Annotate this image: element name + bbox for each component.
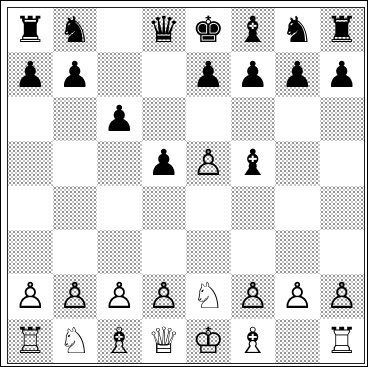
- square-b3[interactable]: [53, 230, 98, 274]
- square-f1[interactable]: ♗: [231, 319, 276, 363]
- black-pawn-icon[interactable]: ♟: [148, 146, 180, 182]
- square-d2[interactable]: ♙: [142, 274, 187, 318]
- square-d4[interactable]: [142, 186, 187, 230]
- white-queen-icon[interactable]: ♕: [148, 324, 180, 360]
- square-b1[interactable]: ♘: [53, 319, 98, 363]
- square-c8[interactable]: [97, 8, 142, 52]
- square-d1[interactable]: ♕: [142, 319, 187, 363]
- square-h1[interactable]: ♖: [320, 319, 365, 363]
- square-e8[interactable]: ♚: [186, 8, 231, 52]
- square-a1[interactable]: ♖: [8, 319, 53, 363]
- white-pawn-icon[interactable]: ♙: [326, 279, 358, 315]
- square-g6[interactable]: [275, 97, 320, 141]
- black-pawn-icon[interactable]: ♟: [14, 58, 46, 94]
- white-pawn-icon[interactable]: ♙: [103, 279, 135, 315]
- white-pawn-icon[interactable]: ♙: [281, 279, 313, 315]
- white-rook-icon[interactable]: ♖: [326, 324, 358, 360]
- square-a6[interactable]: [8, 97, 53, 141]
- black-queen-icon[interactable]: ♛: [148, 13, 180, 49]
- white-pawn-icon[interactable]: ♙: [237, 279, 269, 315]
- white-knight-icon[interactable]: ♘: [59, 324, 91, 360]
- black-king-icon[interactable]: ♚: [192, 13, 224, 49]
- black-rook-icon[interactable]: ♜: [326, 13, 358, 49]
- black-bishop-icon[interactable]: ♝: [237, 13, 269, 49]
- square-g3[interactable]: [275, 230, 320, 274]
- black-rook-icon[interactable]: ♜: [14, 13, 46, 49]
- square-b7[interactable]: ♟: [53, 52, 98, 96]
- square-h5[interactable]: [320, 141, 365, 185]
- black-knight-icon[interactable]: ♞: [281, 13, 313, 49]
- square-c4[interactable]: [97, 186, 142, 230]
- white-pawn-icon[interactable]: ♙: [148, 279, 180, 315]
- square-c7[interactable]: [97, 52, 142, 96]
- white-pawn-icon[interactable]: ♙: [192, 146, 224, 182]
- square-a3[interactable]: [8, 230, 53, 274]
- square-a5[interactable]: [8, 141, 53, 185]
- square-g7[interactable]: ♟: [275, 52, 320, 96]
- square-e6[interactable]: [186, 97, 231, 141]
- square-b8[interactable]: ♞: [53, 8, 98, 52]
- square-f5[interactable]: ♝: [231, 141, 276, 185]
- square-c6[interactable]: ♟: [97, 97, 142, 141]
- square-a4[interactable]: [8, 186, 53, 230]
- square-h4[interactable]: [320, 186, 365, 230]
- white-knight-icon[interactable]: ♘: [192, 279, 224, 315]
- square-e7[interactable]: ♟: [186, 52, 231, 96]
- black-knight-icon[interactable]: ♞: [59, 13, 91, 49]
- square-f2[interactable]: ♙: [231, 274, 276, 318]
- square-d8[interactable]: ♛: [142, 8, 187, 52]
- square-g5[interactable]: [275, 141, 320, 185]
- square-c3[interactable]: [97, 230, 142, 274]
- square-f8[interactable]: ♝: [231, 8, 276, 52]
- square-g8[interactable]: ♞: [275, 8, 320, 52]
- black-pawn-icon[interactable]: ♟: [281, 58, 313, 94]
- black-bishop-icon[interactable]: ♝: [237, 146, 269, 182]
- square-h2[interactable]: ♙: [320, 274, 365, 318]
- square-f3[interactable]: [231, 230, 276, 274]
- square-g1[interactable]: [275, 319, 320, 363]
- black-pawn-icon[interactable]: ♟: [237, 58, 269, 94]
- square-c5[interactable]: [97, 141, 142, 185]
- square-e3[interactable]: [186, 230, 231, 274]
- white-pawn-icon[interactable]: ♙: [59, 279, 91, 315]
- square-d5[interactable]: ♟: [142, 141, 187, 185]
- square-d6[interactable]: [142, 97, 187, 141]
- square-d7[interactable]: [142, 52, 187, 96]
- square-g2[interactable]: ♙: [275, 274, 320, 318]
- square-h6[interactable]: [320, 97, 365, 141]
- square-b6[interactable]: [53, 97, 98, 141]
- black-pawn-icon[interactable]: ♟: [59, 58, 91, 94]
- square-f6[interactable]: [231, 97, 276, 141]
- square-f4[interactable]: [231, 186, 276, 230]
- square-h8[interactable]: ♜: [320, 8, 365, 52]
- square-b5[interactable]: [53, 141, 98, 185]
- square-h3[interactable]: [320, 230, 365, 274]
- square-e5[interactable]: ♙: [186, 141, 231, 185]
- square-f7[interactable]: ♟: [231, 52, 276, 96]
- white-pawn-icon[interactable]: ♙: [14, 279, 46, 315]
- white-bishop-icon[interactable]: ♗: [237, 324, 269, 360]
- black-pawn-icon[interactable]: ♟: [326, 58, 358, 94]
- square-e1[interactable]: ♔: [186, 319, 231, 363]
- square-g4[interactable]: [275, 186, 320, 230]
- square-c1[interactable]: ♗: [97, 319, 142, 363]
- white-rook-icon[interactable]: ♖: [14, 324, 46, 360]
- square-h7[interactable]: ♟: [320, 52, 365, 96]
- black-pawn-icon[interactable]: ♟: [192, 58, 224, 94]
- square-d3[interactable]: [142, 230, 187, 274]
- square-a7[interactable]: ♟: [8, 52, 53, 96]
- white-king-icon[interactable]: ♔: [192, 324, 224, 360]
- square-b2[interactable]: ♙: [53, 274, 98, 318]
- black-pawn-icon[interactable]: ♟: [103, 102, 135, 138]
- square-a8[interactable]: ♜: [8, 8, 53, 52]
- square-c2[interactable]: ♙: [97, 274, 142, 318]
- white-bishop-icon[interactable]: ♗: [103, 324, 135, 360]
- square-e4[interactable]: [186, 186, 231, 230]
- square-e2[interactable]: ♘: [186, 274, 231, 318]
- square-a2[interactable]: ♙: [8, 274, 53, 318]
- chess-board[interactable]: ♜ ♞ ♛ ♚ ♝ ♞ ♜ ♟ ♟ ♟ ♟ ♟ ♟ ♟ ♟ ♙ ♝ ♙ ♙ ♙ ♙ ♘ ♙ ♙ ♙ ♖ ♘ ♗ ♕ ♔ ♗ ♖: [7, 7, 365, 364]
- square-b4[interactable]: [53, 186, 98, 230]
